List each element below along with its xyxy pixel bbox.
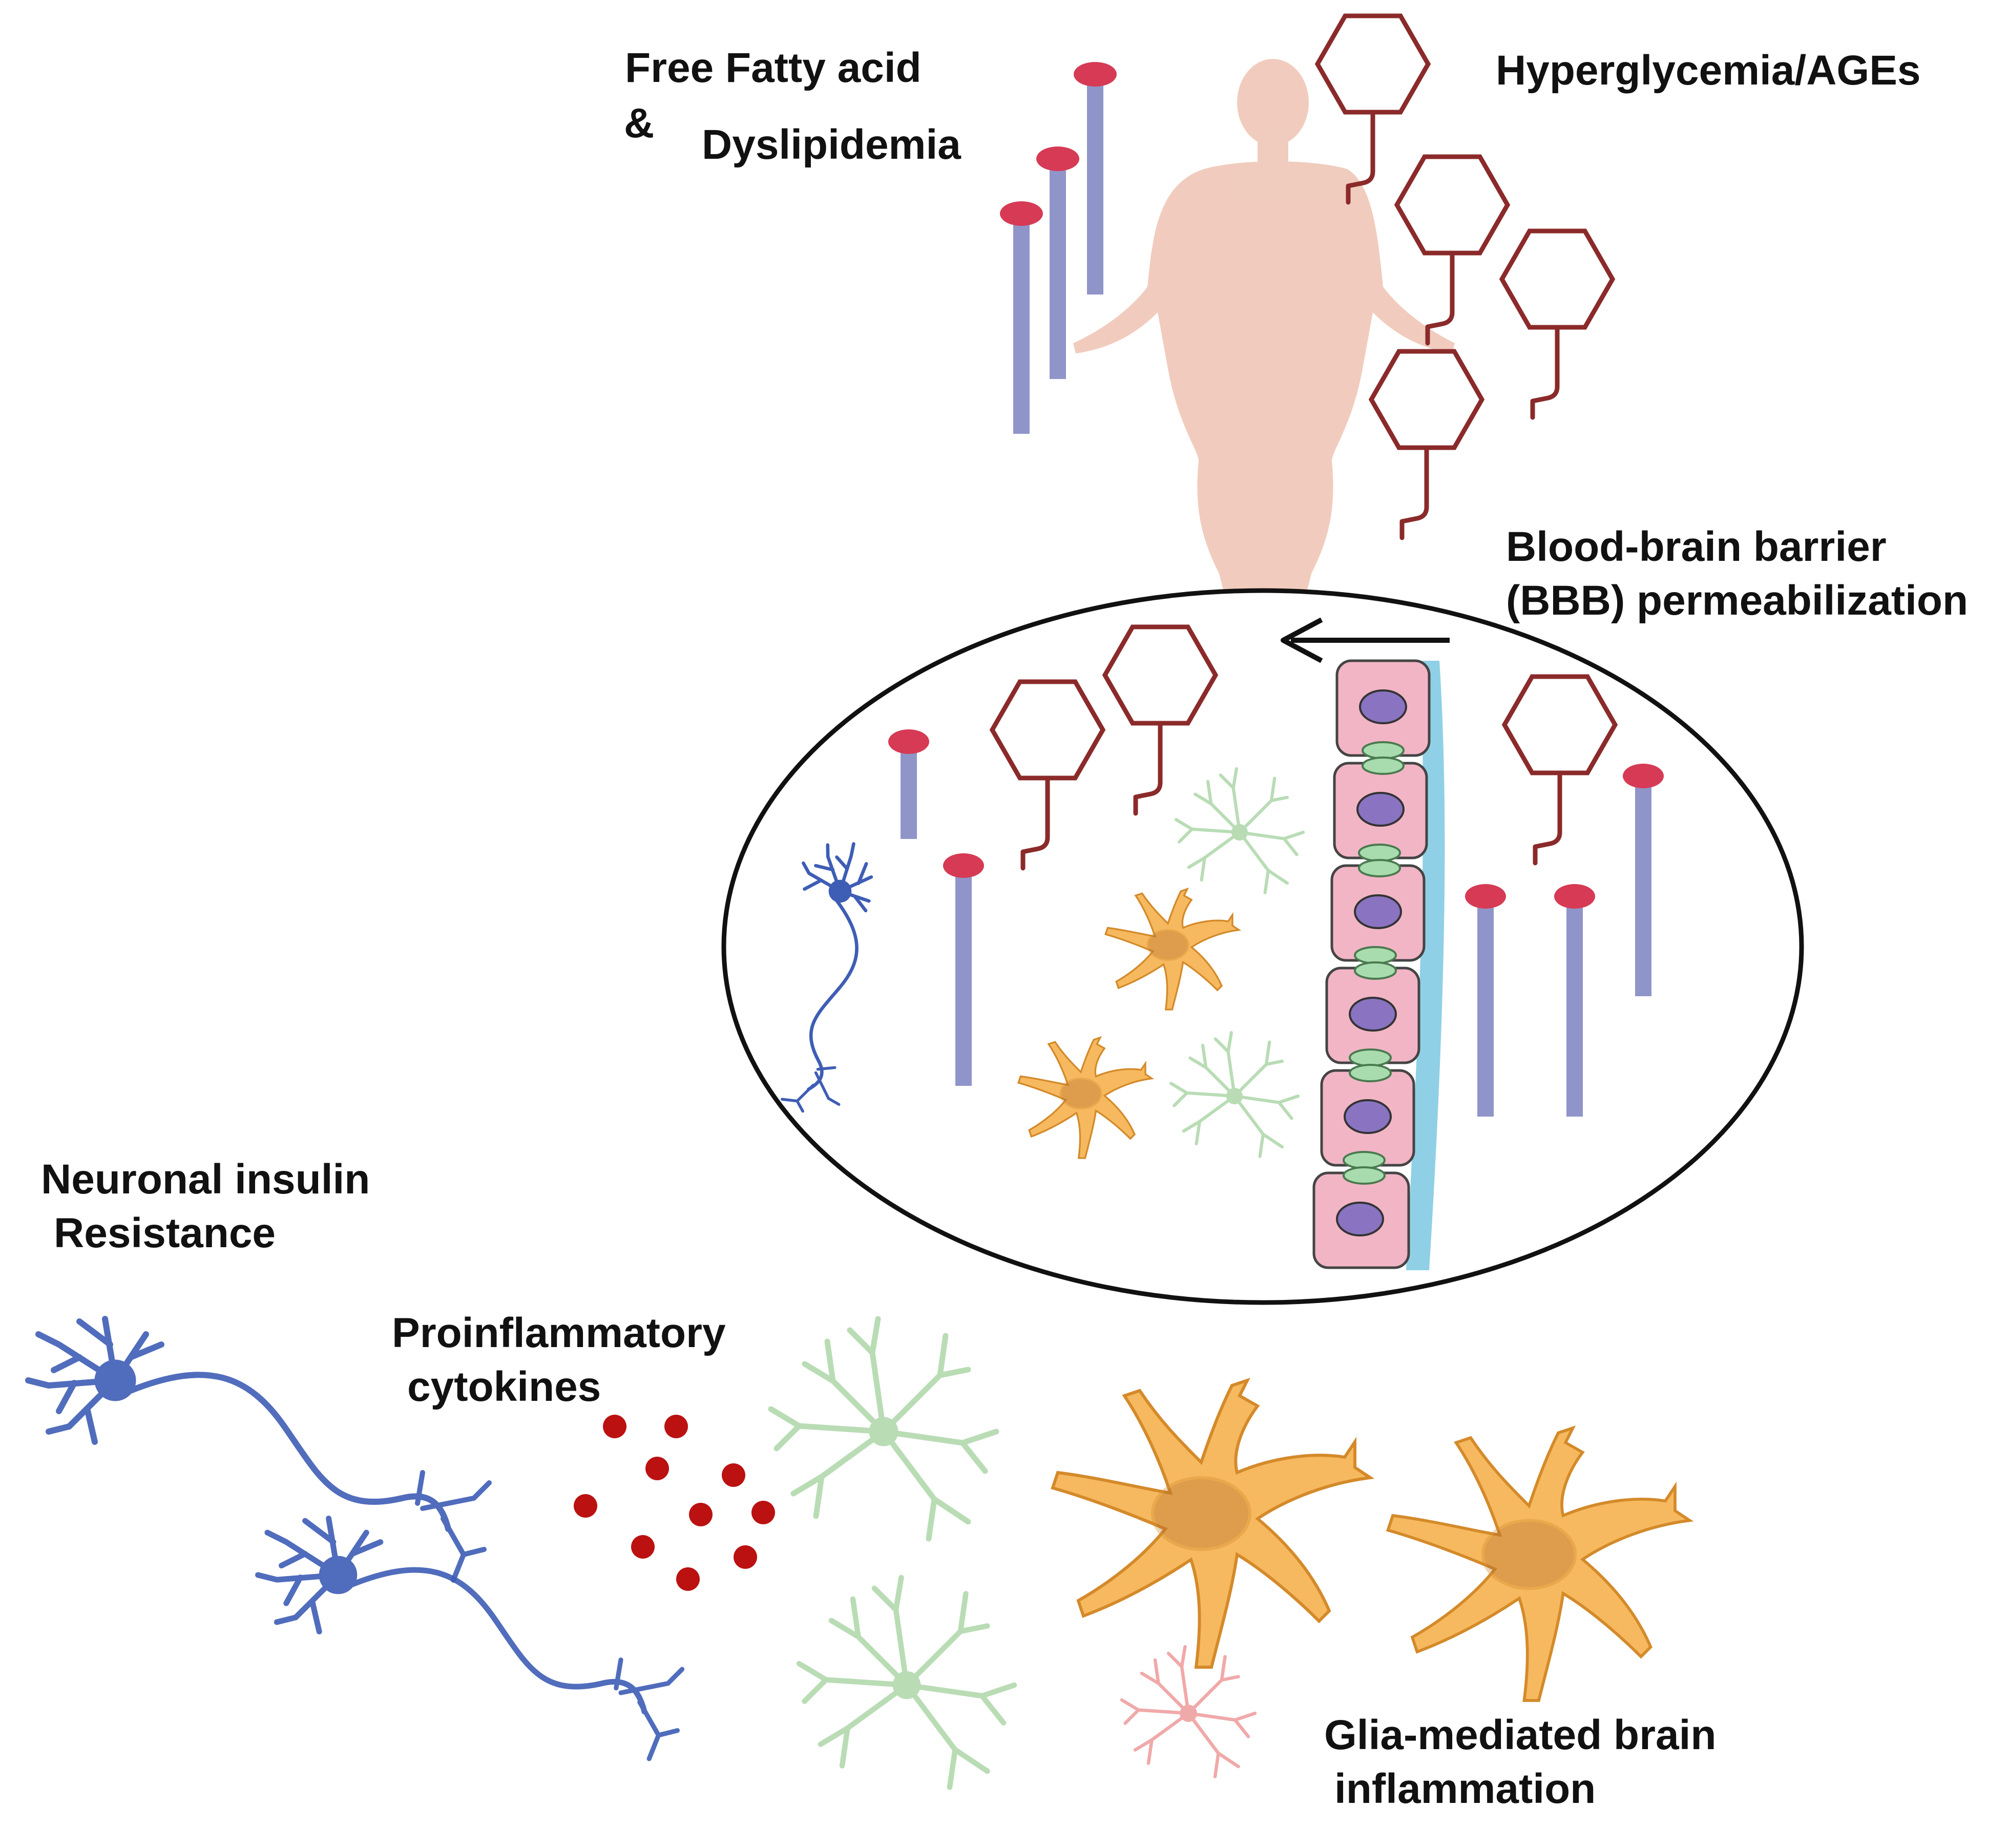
- label-bbb-line1: Blood-brain barrier: [1506, 523, 1887, 570]
- lipid-molecule: [943, 853, 984, 1086]
- cytokine-dot: [734, 1545, 757, 1569]
- label-cytokines: cytokines: [407, 1363, 601, 1410]
- cytokine-dot: [664, 1415, 688, 1438]
- endothelial-cell: [1312, 1171, 1410, 1269]
- endothelial-cell-column: [1312, 659, 1445, 1270]
- obese-body-figure: [1073, 59, 1455, 784]
- endothelial-cell: [1335, 659, 1431, 757]
- label-proinflammatory: Proinflammatory: [392, 1310, 726, 1356]
- cytokine-dot: [676, 1567, 700, 1591]
- label-glia-mediated: Glia-mediated brain: [1324, 1712, 1717, 1758]
- tight-junctions: [1343, 741, 1405, 1185]
- label-dyslipidemia: Dyslipidemia: [702, 121, 961, 168]
- astrocyte-orange-large: [1388, 1428, 1690, 1700]
- cytokine-dot: [722, 1463, 745, 1487]
- cytokine-dot: [751, 1501, 775, 1524]
- cytokine-dot: [631, 1535, 655, 1559]
- lipid-molecule: [1554, 884, 1595, 1117]
- label-resistance: Resistance: [54, 1210, 276, 1256]
- label-ampersand: &: [624, 100, 654, 146]
- lipid-molecule: [1074, 62, 1117, 295]
- neuron-large: [28, 1319, 489, 1580]
- label-bbb-line2: (BBB) permeabilization: [1506, 577, 1968, 624]
- endothelial-cell: [1330, 864, 1426, 962]
- glucose-molecule: [1397, 157, 1508, 343]
- label-neuronal-insulin: Neuronal insulin: [41, 1156, 370, 1203]
- cytokine-dot: [574, 1494, 597, 1518]
- cytokine-dots: [574, 1415, 775, 1591]
- lipid-molecule: [1036, 146, 1079, 379]
- cytokine-dot: [645, 1457, 669, 1480]
- astrocyte-orange-large: [1053, 1380, 1370, 1667]
- cytokine-dot: [603, 1415, 626, 1438]
- lipid-molecule: [1000, 201, 1043, 434]
- lipid-molecule: [888, 729, 929, 839]
- lipid-molecule: [1623, 764, 1664, 996]
- endothelial-cell: [1333, 762, 1428, 859]
- glucose-molecule: [1502, 231, 1613, 417]
- lipid-molecule: [1465, 884, 1506, 1117]
- astrocyte-green-large: [771, 1319, 996, 1539]
- permeabilization-arrow: [1281, 617, 1450, 663]
- label-inflammation: inflammation: [1334, 1766, 1596, 1812]
- astrocyte-green-large: [799, 1578, 1014, 1788]
- glucose-molecule: [1371, 351, 1482, 538]
- label-hyperglycemia-ages: Hyperglycemia/AGEs: [1496, 47, 1921, 94]
- label-free-fatty-acid: Free Fatty acid: [625, 45, 922, 91]
- cytokine-dot: [689, 1503, 713, 1526]
- astrocyte-pink: [1122, 1647, 1255, 1777]
